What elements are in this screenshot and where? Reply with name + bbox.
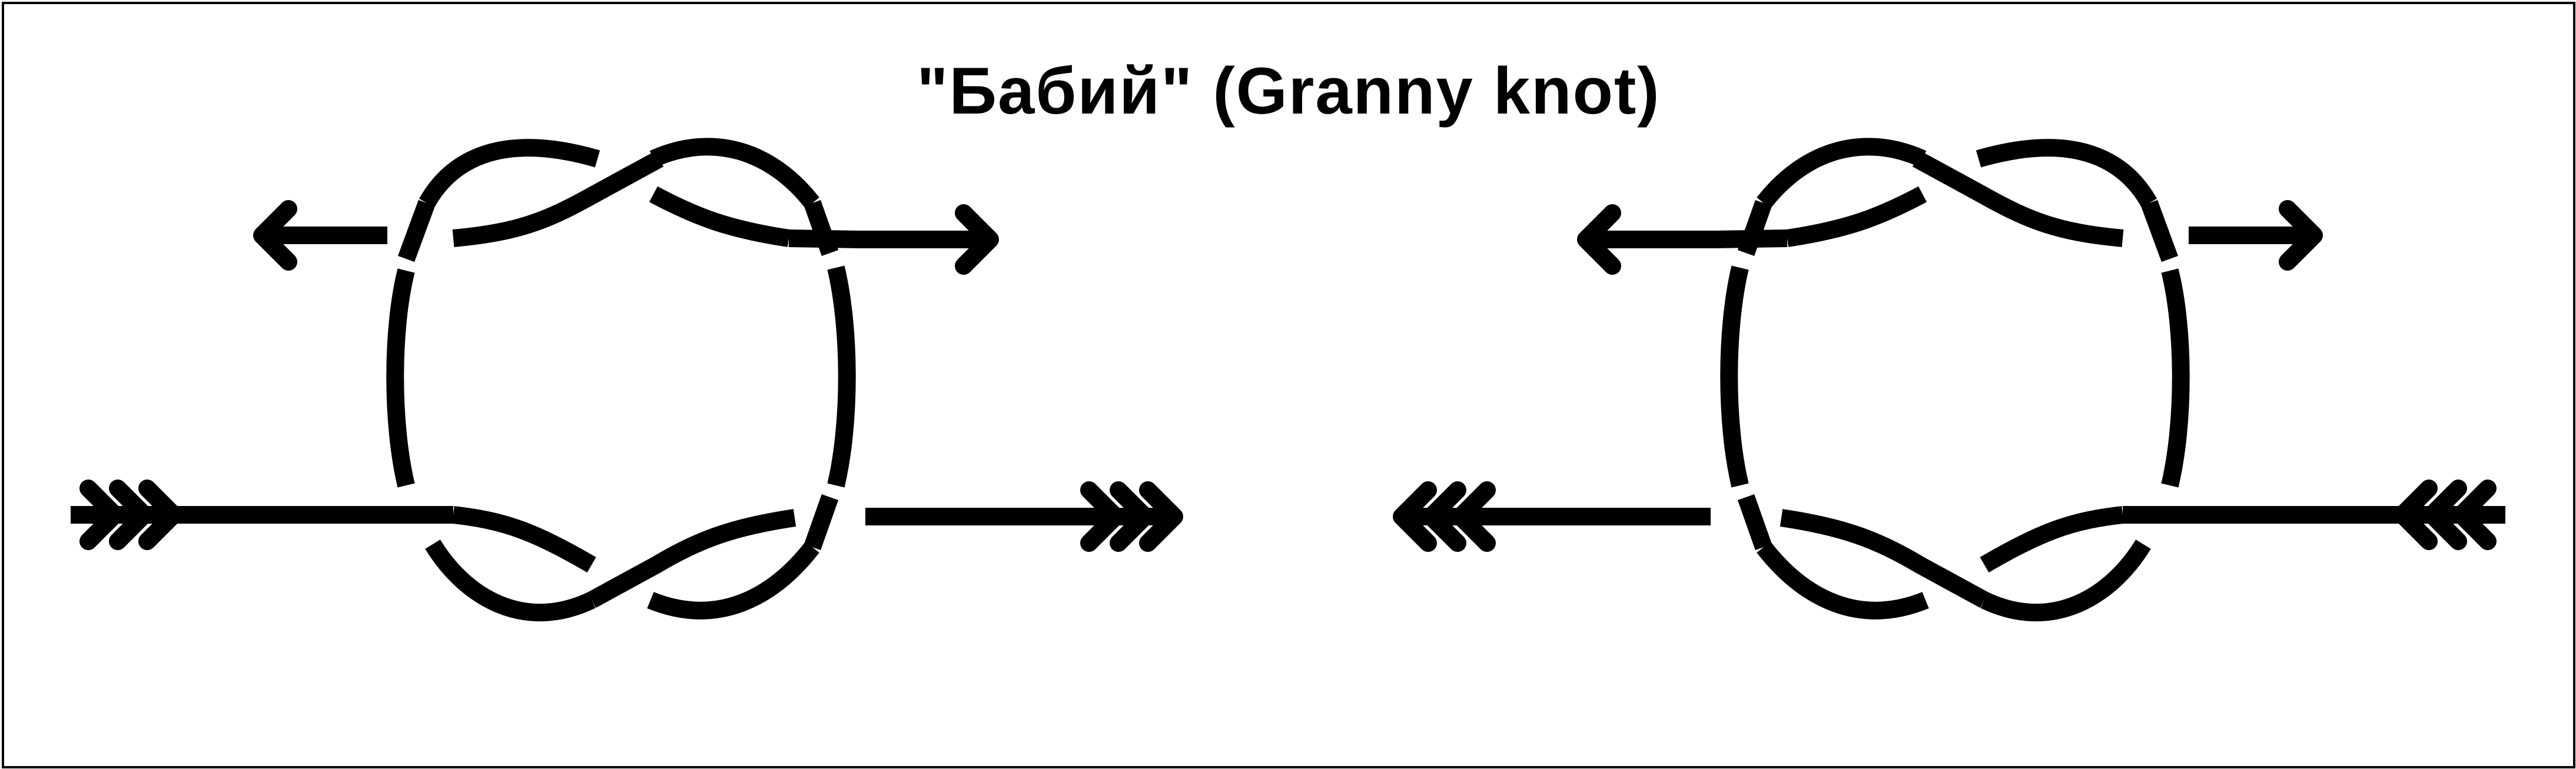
diagram-title: "Бабий" (Granny knot) — [917, 54, 1661, 128]
upper-arrows-mirrored — [1577, 199, 2323, 275]
lower-arrows-mirrored — [1393, 480, 2505, 552]
side-strands — [386, 200, 856, 488]
lower-loop — [425, 494, 839, 622]
lower-arrows — [71, 480, 1183, 552]
side-strands-mirrored — [1720, 200, 2190, 488]
upper-loop — [419, 138, 819, 247]
upper-loop-mirrored — [1757, 138, 2157, 247]
upper-arrows — [253, 199, 999, 275]
lower-loop-mirrored — [1737, 494, 2151, 622]
